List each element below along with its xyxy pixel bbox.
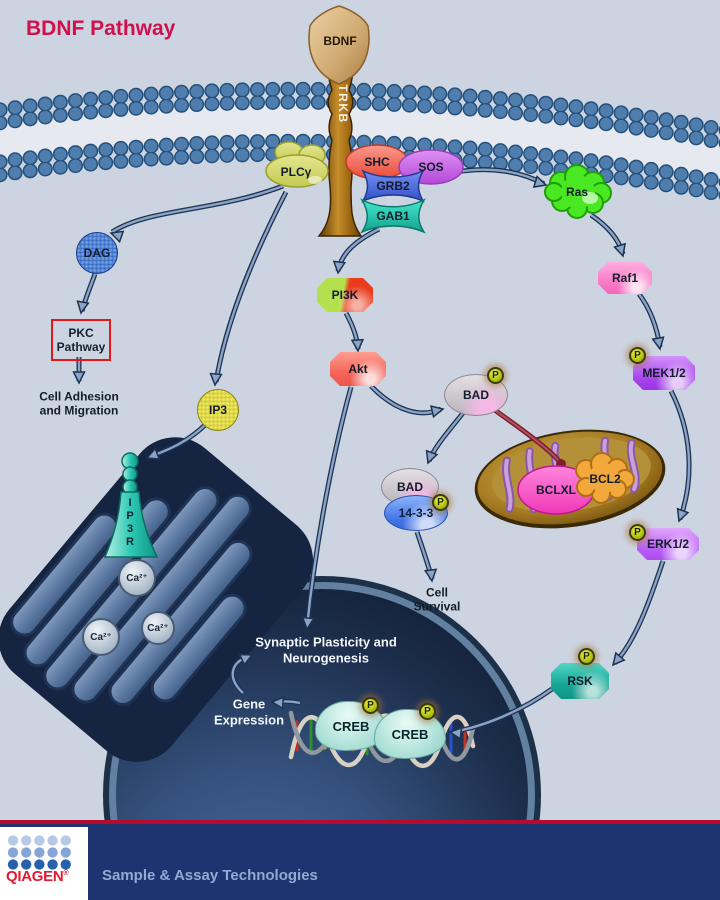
phospho-badge-bad-bottom: P	[432, 494, 449, 511]
bcl2-label: BCL2	[589, 471, 621, 486]
raf1-label: Raf1	[611, 271, 638, 285]
qiagen-wordmark: QIAGEN®	[6, 868, 69, 885]
calcium-ion: Ca²⁺	[82, 618, 120, 656]
phospho-badge-rsk: P	[578, 648, 595, 665]
rsk-label: RSK	[567, 674, 593, 688]
ip3-label: IP3	[208, 403, 227, 417]
signal-arrows	[72, 167, 692, 741]
pkc-line1: PKC	[68, 326, 94, 340]
footer-bar	[0, 824, 720, 900]
sos-label: SOS	[418, 159, 444, 174]
plasma-membrane	[0, 81, 720, 202]
logo-dots-row	[7, 847, 73, 858]
gab1-shape[interactable]	[360, 198, 426, 234]
bdnf-ligand[interactable]	[308, 5, 370, 85]
dag-label: DAG	[83, 246, 111, 260]
arrow-heads	[72, 175, 690, 741]
node-bad-top[interactable]: BAD	[444, 374, 508, 416]
14-3-3-label: 14-3-3	[398, 506, 434, 520]
pi3k-label: PI3K	[331, 288, 359, 302]
ras-label: Ras	[565, 184, 589, 199]
node-raf1[interactable]: Raf1	[598, 262, 652, 294]
node-erk12[interactable]: ERK1/2	[637, 528, 699, 560]
footer-tagline: Sample & Assay Technologies	[102, 867, 318, 884]
page-title: BDNF Pathway	[26, 17, 176, 40]
node-akt[interactable]: Akt	[330, 352, 386, 386]
phospho-badge-erk: P	[629, 524, 646, 541]
bad-top-label: BAD	[463, 388, 489, 402]
phospho-badge-creb-right: P	[419, 703, 436, 720]
node-pi3k[interactable]: PI3K	[317, 278, 373, 312]
creb-right-label: CREB	[391, 726, 429, 742]
trkb-label: TRKB	[336, 84, 350, 123]
logo-dots-row	[7, 835, 73, 846]
grb2-label: GRB2	[376, 178, 410, 193]
bdnf-label: BDNF	[323, 33, 357, 48]
ras-shape[interactable]	[544, 164, 612, 219]
calcium-ion: Ca²⁺	[118, 559, 156, 597]
gab1-label: GAB1	[376, 208, 410, 223]
pkc-line2: Pathway	[56, 340, 106, 354]
plcg-shape[interactable]	[265, 141, 329, 188]
ca-label: Ca²⁺	[90, 631, 112, 643]
phospho-badge-mek: P	[629, 347, 646, 364]
ca-label: Ca²⁺	[147, 622, 169, 634]
erk12-label: ERK1/2	[646, 537, 690, 551]
bcl2-shape[interactable]	[575, 452, 635, 504]
node-dag[interactable]: DAG	[76, 232, 118, 274]
bad-bottom-label: BAD	[397, 480, 423, 494]
node-creb-right[interactable]: CREB	[374, 709, 446, 759]
bclxl-label: BCLXL	[536, 482, 576, 497]
pkc-pathway-box[interactable]: PKC Pathway	[51, 319, 111, 361]
node-ip3[interactable]: IP3	[197, 389, 239, 431]
registered-mark: ®	[63, 870, 69, 877]
footer-red-rule	[0, 820, 720, 824]
phospho-badge-bad-top: P	[487, 367, 504, 384]
akt-label: Akt	[348, 362, 368, 376]
calcium-ion: Ca²⁺	[141, 611, 175, 645]
trkb-receptor[interactable]: TRKB	[317, 53, 363, 237]
plcg-label: PLCγ	[280, 164, 312, 179]
phospho-badge-creb-left: P	[362, 697, 379, 714]
mek12-label: MEK1/2	[642, 366, 686, 380]
node-rsk[interactable]: RSK	[551, 663, 609, 699]
ca-label: Ca²⁺	[126, 572, 148, 584]
creb-left-label: CREB	[332, 718, 370, 734]
qiagen-logo	[0, 827, 88, 900]
shc-label: SHC	[364, 154, 390, 169]
logo-dots-row	[7, 859, 73, 870]
